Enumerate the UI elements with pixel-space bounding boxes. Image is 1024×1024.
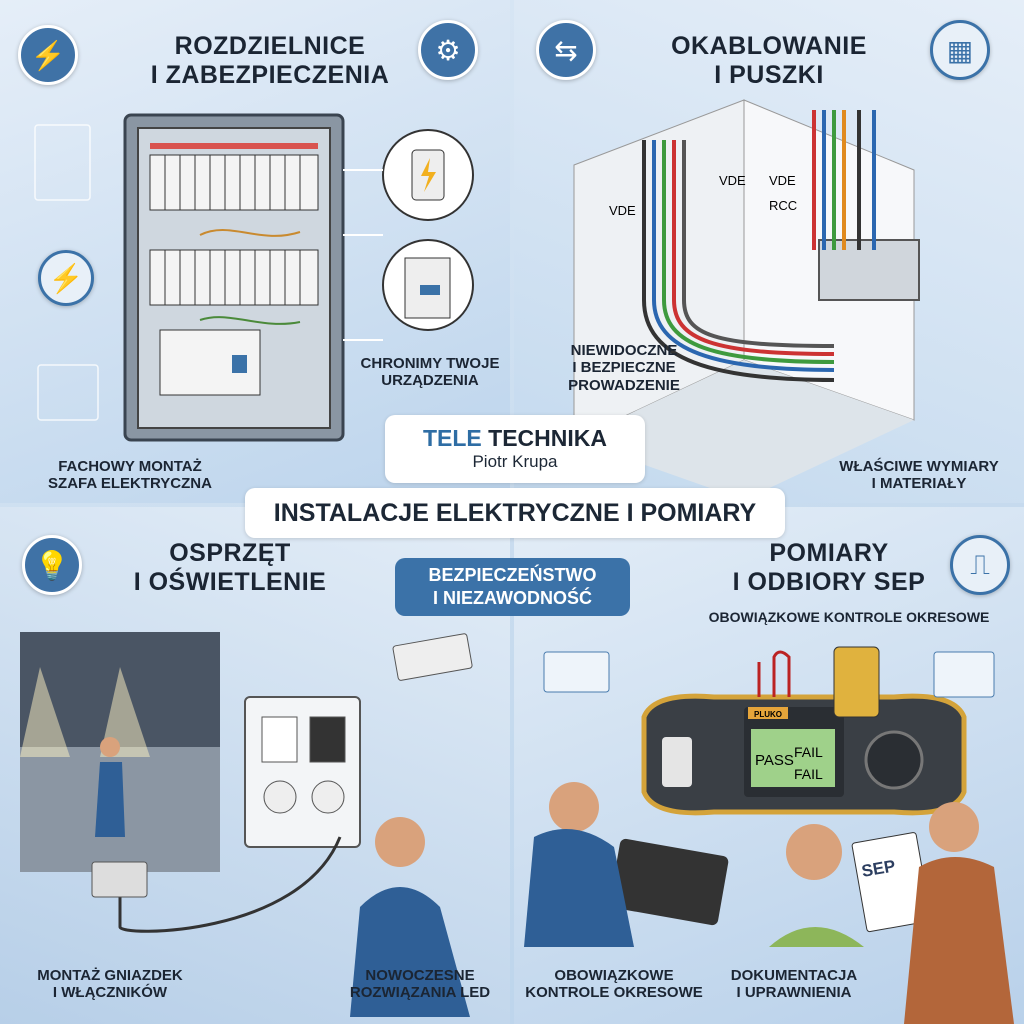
caption-line: I MATERIAŁY (871, 475, 967, 493)
reliability-badge: BEZPIECZEŃSTWO I NIEZAWODNOŚĆ (395, 558, 630, 616)
callout-line: NIEWIDOCZNE (570, 342, 678, 359)
caption: FACHOWY MONTAŻ SZAFA ELEKTRYCZNA (20, 458, 240, 493)
caption: MONTAŻ GNIAZDEK I WŁĄCZNIKÓW (15, 967, 205, 1002)
screen-pass: PASS (755, 752, 794, 769)
inspector-figure (904, 802, 1014, 1024)
main-banner: INSTALACJE ELEKTRYCZNE I POMIARY (245, 488, 785, 538)
cabling-illustration: VDE VDE VDE RCC (573, 99, 920, 500)
tester-brand: PLUKO (754, 710, 782, 719)
client-figure (769, 824, 864, 947)
section-title: ROZDZIELNICE I ZABEZPIECZENIA (90, 32, 450, 90)
title-line: I ZABEZPIECZENIA (150, 60, 390, 89)
badge-line: BEZPIECZEŃSTWO (428, 565, 597, 585)
technician-figure (524, 782, 634, 947)
section-switchboards: ⚡ ⚙ ⚡ ROZDZIELNICE I ZABEZPIECZENIA CHRO… (0, 0, 510, 503)
caption-line: WŁAŚCIWE WYMIARY (839, 458, 999, 475)
gear-icon: ⚙ (418, 20, 478, 80)
lightbulb-icon: 💡 (22, 535, 82, 595)
led-strip (392, 633, 473, 681)
caption-line: FACHOWY MONTAŻ (58, 458, 202, 475)
brand-owner: Piotr Krupa (472, 452, 558, 471)
brand-main: TECHNIKA (488, 425, 607, 451)
arrows-exchange-icon: ⇆ (536, 20, 596, 80)
caption: NOWOCZESNE ROZWIĄZANIA LED (330, 967, 510, 1002)
multimeter (833, 646, 880, 718)
caption-line: DOKUMENTACJA (730, 967, 858, 984)
caption: DOKUMENTACJA I UPRAWNIENIA (709, 967, 879, 1002)
electrician-figure (350, 817, 470, 1017)
cable-label: RCC (769, 198, 797, 213)
rotary-dial (864, 730, 924, 790)
title-line: POMIARY (769, 539, 889, 567)
title-line: ROZDZIELNICE (174, 32, 366, 60)
title-line: OSPRZĘT (169, 539, 291, 567)
caption: OBOWIĄZKOWE KONTROLE OKRESOWE (514, 967, 714, 1002)
callout-text: CHRONIMY TWOJE URZĄDZENIA (345, 355, 510, 390)
callout-line: CHRONIMY TWOJE (360, 355, 500, 372)
caption-line: MONTAŻ GNIAZDEK (37, 967, 183, 984)
building-icon: ▦ (930, 20, 990, 80)
callout-line: I BEZPIECZNE (572, 359, 676, 377)
title-line: OKABLOWANIE (671, 32, 867, 60)
caption: WŁAŚCIWE WYMIARY I MATERIAŁY (814, 458, 1024, 493)
cable-label: VDE (769, 173, 796, 188)
caption-line: KONTROLE OKRESOWE (525, 984, 703, 1002)
section-title: POMIARY I ODBIORY SEP (714, 539, 944, 597)
title-line: I ODBIORY SEP (732, 567, 926, 596)
title-line: I PUSZKI (714, 60, 824, 89)
cable-label: VDE (609, 203, 636, 218)
badge-line: I NIEZAWODNOŚĆ (432, 587, 592, 608)
screen-fail: FAIL (794, 744, 823, 760)
growth-chart-icon (933, 651, 995, 698)
measurements-illustration: PLUKO PASS FAIL FAIL SEP (524, 646, 1014, 1024)
tablet (609, 838, 729, 926)
monitor-chart-icon (543, 651, 610, 693)
section-subtitle: OBOWIĄZKOWE KONTROLE OKRESOWE (708, 609, 990, 625)
brand-accent: TELE (422, 425, 482, 451)
worker-figure (95, 737, 125, 837)
caption-line: OBOWIĄZKOWE (554, 967, 674, 984)
callout-text: NIEWIDOCZNE I BEZPIECZNE PROWADZENIE (529, 342, 719, 394)
caption-line: I WŁĄCZNIKÓW (52, 984, 168, 1002)
screen-fail: FAIL (794, 766, 823, 782)
lightning-icon: ⚡ (38, 250, 94, 306)
fittings-illustration (20, 632, 473, 1017)
title-line: I OŚWIETLENIE (133, 567, 327, 596)
switchboard-illustration (34, 113, 474, 442)
caption-line: I UPRAWNIENIA (736, 984, 852, 1002)
caption-line: SZAFA ELEKTRYCZNA (48, 475, 212, 493)
brand-name: TELE TECHNIKA (385, 425, 645, 452)
caption-line: ROZWIĄZANIA LED (349, 984, 491, 1002)
lightning-icon: ⚡ (18, 25, 78, 85)
brand-card: TELE TECHNIKA Piotr Krupa (385, 415, 645, 483)
multimeter-icon: ⎍ (950, 535, 1010, 595)
section-title: OSPRZĘT I OŚWIETLENIE (85, 539, 375, 597)
caption-line: NOWOCZESNE (365, 967, 475, 984)
section-title: OKABLOWANIE I PUSZKI (604, 32, 934, 90)
cable-label: VDE (719, 173, 746, 188)
section-cabling: VDE VDE VDE RCC ⇆ ▦ OKABLOWANIE I PUSZKI… (514, 0, 1024, 503)
callout-line: PROWADZENIE (568, 376, 680, 394)
callout-line: URZĄDZENIA (381, 372, 479, 390)
